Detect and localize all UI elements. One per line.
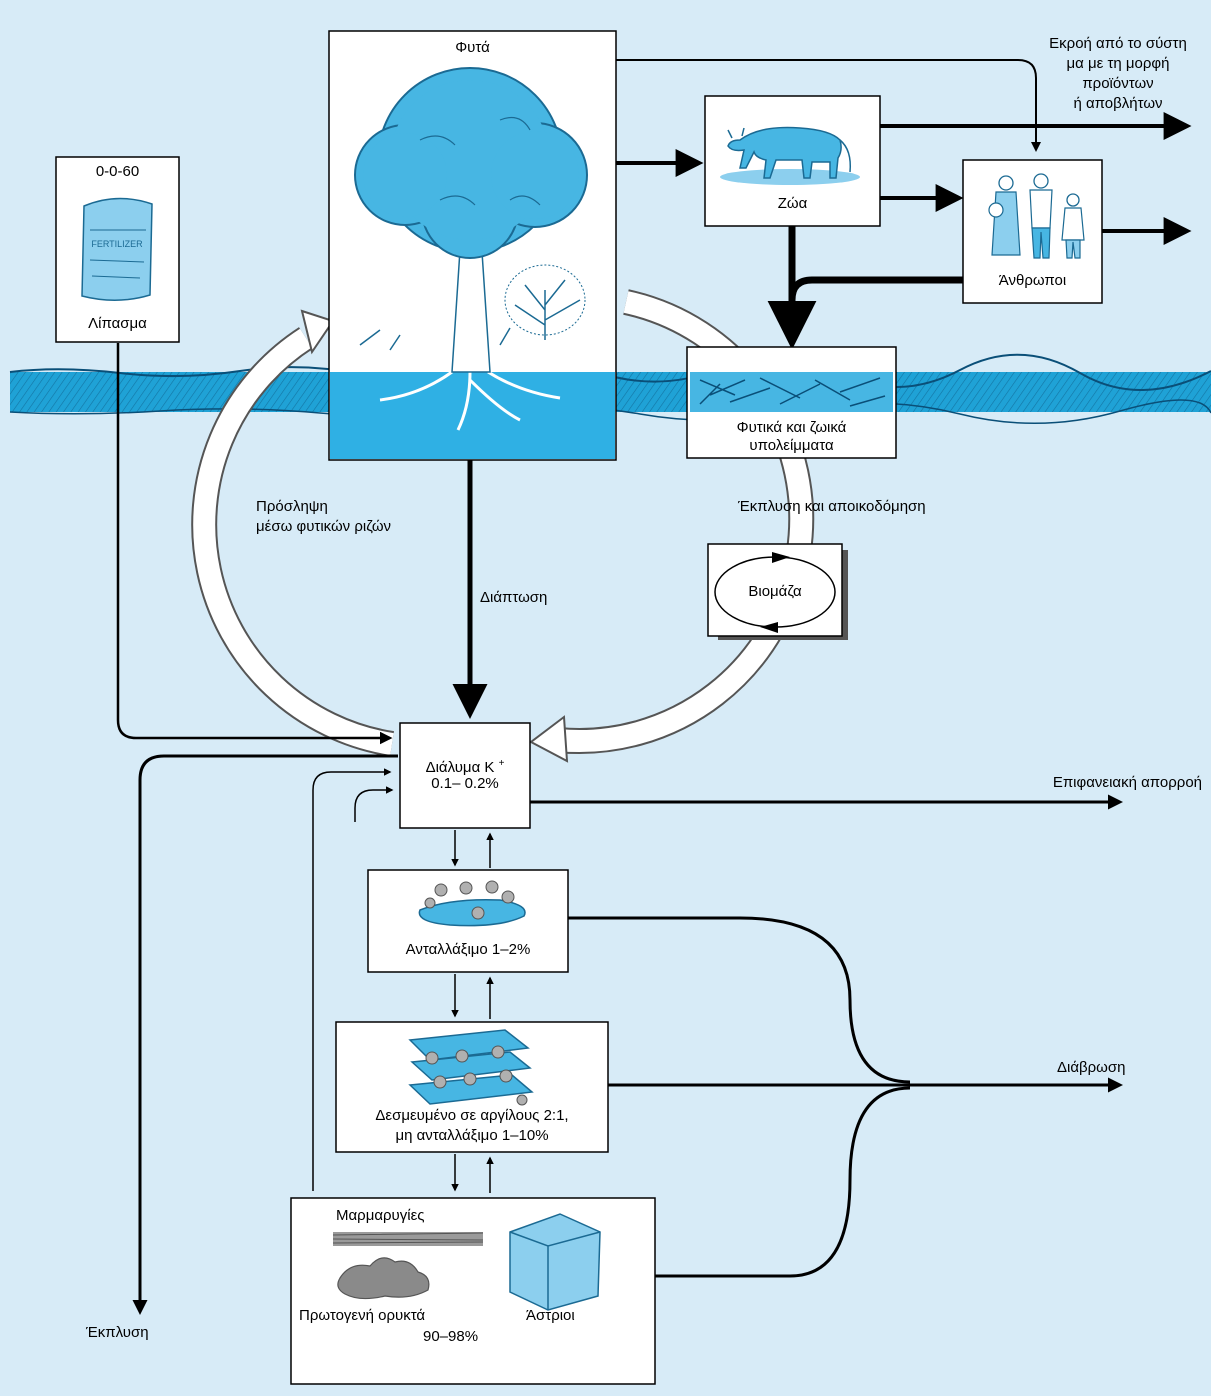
solution-label-text: Διάλυμα K <box>425 759 495 776</box>
solution-label-line1: Διάλυμα K + <box>400 754 530 778</box>
feldspar-crystal-icon <box>509 1213 601 1311</box>
erosion-line-minerals <box>655 1086 911 1278</box>
animals-box <box>704 95 881 227</box>
mica-icon <box>332 1232 484 1246</box>
solution-label-sup: + <box>498 758 505 769</box>
cow-icon <box>720 126 860 185</box>
plants-label: Φυτά <box>455 39 490 56</box>
erosion-label: Διάβρωση <box>1057 1059 1126 1076</box>
minerals-percent-label: 90–98% <box>423 1328 479 1345</box>
export-label-line1: Εκροή από το σύστη <box>1049 35 1187 52</box>
minerals-return-arrow <box>312 768 392 1191</box>
uptake-arrow-head <box>300 309 335 355</box>
minerals-feldspars-label: Άστριοι <box>526 1307 575 1324</box>
clay-layers-icon <box>408 1029 534 1106</box>
family-icon <box>988 173 1085 259</box>
fixed-label-line1: Δεσμευμένο σε αργίλους 2:1, <box>375 1107 569 1124</box>
cycle-arrows-icon <box>714 552 836 633</box>
export-arrow-top <box>616 59 1041 152</box>
biomass-label: Βιομάζα <box>748 583 802 600</box>
fixed-label-line2: μη ανταλλάξιμο 1–10% <box>395 1127 549 1144</box>
biomass-box <box>707 543 848 640</box>
leaching-decay-label: Έκπλυση και αποικοδόμηση <box>738 498 926 515</box>
humans-box <box>962 159 1103 304</box>
diffusion-label: Διάπτωση <box>480 589 548 606</box>
humans-to-residues-line <box>788 276 963 301</box>
leaching-arrow <box>132 754 398 1315</box>
return-arrow-head <box>529 715 569 763</box>
residue-icon <box>690 372 893 412</box>
fertilizer-bag-icon: FERTILIZER <box>81 197 153 301</box>
residues-box <box>686 346 897 459</box>
erosion-line-exchangeable <box>568 916 911 1084</box>
fixed-box <box>335 1021 609 1153</box>
minerals-box <box>290 1197 656 1385</box>
export-label-line2: μα με τη μορφή <box>1066 55 1170 72</box>
fertilizer-bag-text: FERTILIZER <box>91 239 143 249</box>
animals-label: Ζώα <box>777 195 808 212</box>
minerals-primary-label: Πρωτογενή ορυκτά <box>299 1307 426 1324</box>
plants-box <box>328 30 617 461</box>
exchangeable-label: Ανταλλάξιμο 1–2% <box>405 941 531 958</box>
uptake-label-line1: Πρόσληψη <box>256 498 328 515</box>
tree-icon <box>354 67 588 431</box>
exchangeable-box <box>367 869 569 973</box>
rock-icon <box>337 1257 430 1300</box>
minerals-micas-label: Μαρμαρυγίες <box>336 1207 425 1224</box>
export-label-line3: προϊόντων <box>1082 75 1154 92</box>
fertilizer-label: Λίπασμα <box>88 315 147 332</box>
residues-label-line1: Φυτικά και ζωικά <box>736 419 847 436</box>
flow-lines <box>116 59 1192 1315</box>
uptake-label-line2: μέσω φυτικών ριζών <box>256 518 392 535</box>
solution-label-line2: 0.1– 0.2% <box>431 775 499 792</box>
leaching-label: Έκπλυση <box>86 1324 149 1341</box>
solution-box <box>399 722 531 829</box>
fertilizer-to-solution-arrow <box>116 343 393 745</box>
residues-label-line2: υπολείμματα <box>749 437 834 454</box>
fixed-return-arrow <box>354 786 394 822</box>
runoff-label: Επιφανειακή απορροή <box>1052 774 1202 791</box>
clay-particle-icon <box>418 880 526 927</box>
export-label-line4: ή αποβλήτων <box>1073 95 1163 112</box>
fertilizer-box: FERTILIZER <box>55 156 180 343</box>
fertilizer-title: 0-0-60 <box>95 163 140 180</box>
humans-label: Άνθρωποι <box>998 272 1067 289</box>
